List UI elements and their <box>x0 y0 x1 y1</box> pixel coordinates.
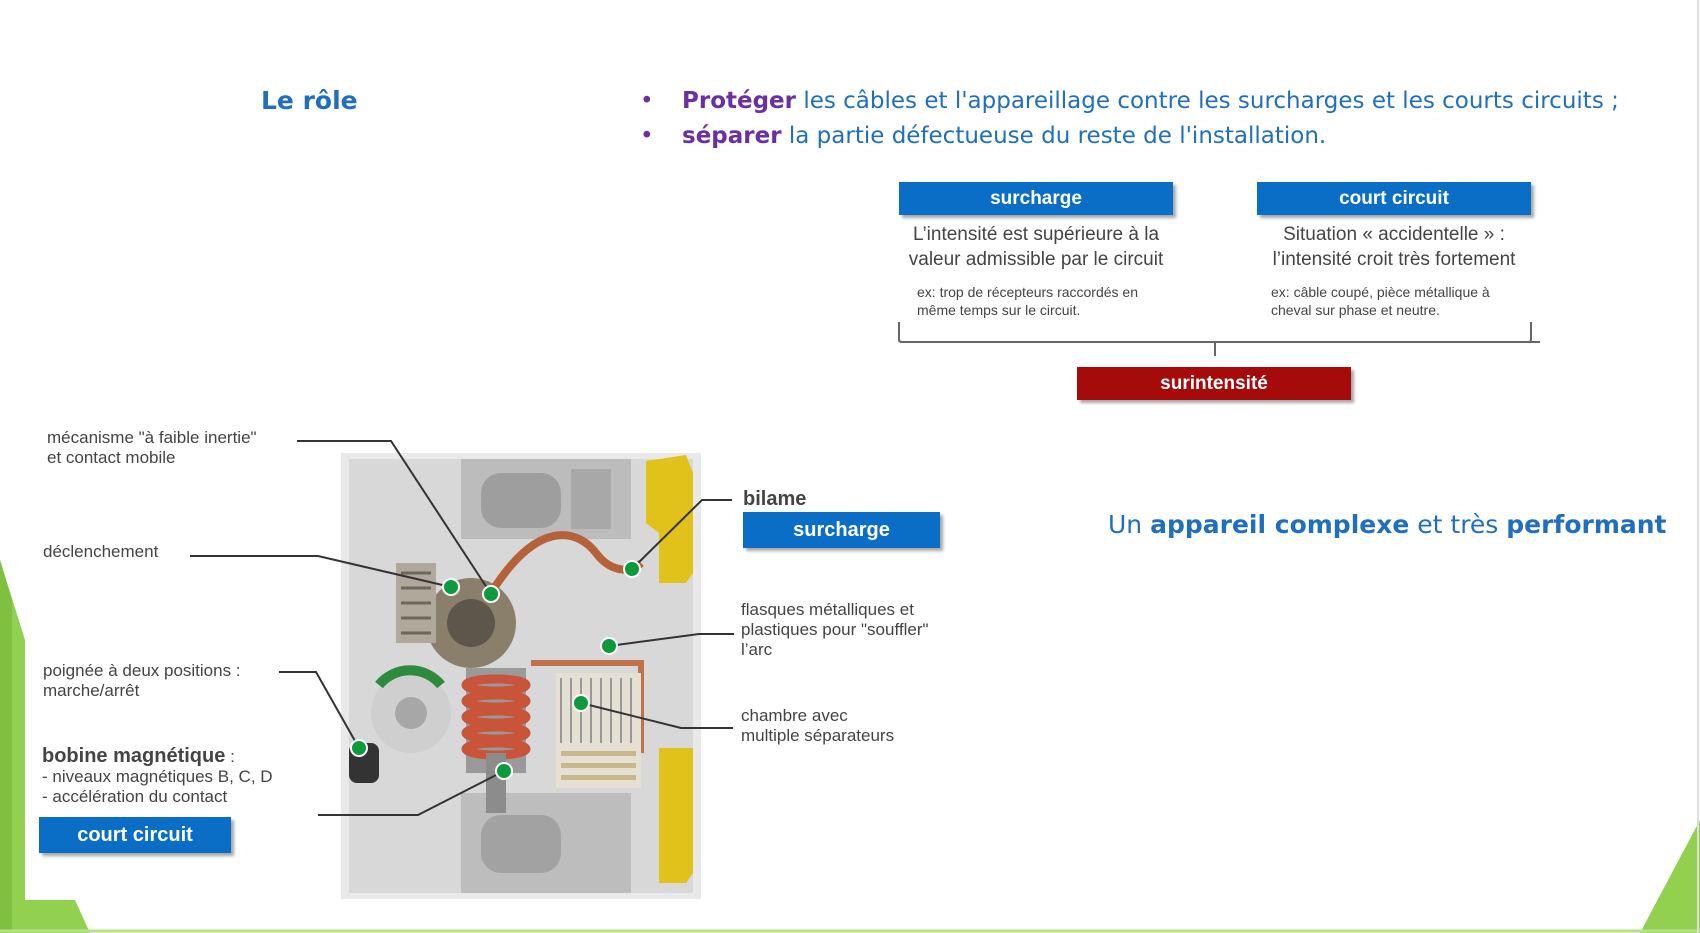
marker-bimetal <box>623 560 641 578</box>
label-mechanism-line1: mécanisme "à faible inertie" <box>47 428 257 447</box>
overload-example-line2: même temps sur le circuit. <box>917 302 1081 318</box>
label-plates-line2: plastiques pour "souffler" <box>741 620 929 639</box>
role-bullets: • Protéger les câbles et l'appareillage c… <box>640 84 1619 154</box>
bullet-text: la partie défectueuse du reste de l'inst… <box>781 123 1327 149</box>
bimetal-overload-box: surcharge <box>743 512 940 548</box>
label-mechanism-line2: et contact mobile <box>47 448 176 467</box>
label-coil-colon: : <box>225 747 235 766</box>
overload-example: ex: trop de récepteurs raccordés en même… <box>917 283 1138 319</box>
coil-short-circuit-box: court circuit <box>39 817 231 853</box>
label-trip: déclenchement <box>43 542 159 561</box>
label-handle-line1: poignée à deux positions : <box>43 661 241 680</box>
overload-box: surcharge <box>899 182 1173 215</box>
short-circuit-line2: l’intensité croit très fortement <box>1272 249 1516 270</box>
label-plates-line1: flasques métalliques et <box>741 600 914 619</box>
bullet-separate: • séparer la partie défectueuse du reste … <box>640 119 1619 154</box>
overload-example-line1: ex: trop de récepteurs raccordés en <box>917 284 1139 300</box>
label-chamber: chambre avec multiple séparateurs <box>741 706 894 746</box>
bullet-dot-icon: • <box>640 88 654 114</box>
tagline: Un appareil complexe et très performant <box>1108 510 1667 539</box>
marker-chamber <box>572 694 590 712</box>
short-circuit-example-line2: cheval sur phase et neutre. <box>1271 302 1440 318</box>
label-mechanism: mécanisme "à faible inertie" et contact … <box>47 428 257 468</box>
label-chamber-line2: multiple séparateurs <box>741 726 895 745</box>
label-handle-line2: marche/arrêt <box>43 681 140 700</box>
label-chamber-line1: chambre avec <box>741 706 848 725</box>
bullet-bold: séparer <box>682 123 782 149</box>
grouping-brace <box>898 322 1540 356</box>
marker-trip <box>442 578 460 596</box>
slide-title: Le rôle <box>261 86 358 115</box>
short-circuit-line1: Situation « accidentelle » : <box>1283 224 1505 245</box>
marker-plates <box>600 637 618 655</box>
tagline-part1: Un <box>1108 510 1151 539</box>
short-circuit-box: court circuit <box>1257 182 1531 215</box>
overload-line1: L’intensité est supérieure à la <box>912 224 1160 245</box>
marker-coil <box>495 762 513 780</box>
tagline-bold1: appareil complexe <box>1150 510 1410 539</box>
overload-description: L’intensité est supérieure à la valeur a… <box>880 222 1192 272</box>
label-coil-line1: - niveaux magnétiques B, C, D <box>42 767 273 786</box>
bullet-dot-icon: • <box>640 123 654 149</box>
tagline-part2: et très <box>1409 510 1507 539</box>
bullet-protect: • Protéger les câbles et l'appareillage c… <box>640 84 1619 119</box>
marker-handle <box>350 739 368 757</box>
short-circuit-example: ex: câble coupé, pièce métallique à chev… <box>1271 283 1490 319</box>
label-handle: poignée à deux positions : marche/arrêt <box>43 661 241 701</box>
label-coil-title: bobine magnétique <box>42 745 226 767</box>
tagline-bold2: performant <box>1506 510 1667 539</box>
label-coil-line2: - accélération du contact <box>42 787 228 806</box>
breaker-cutaway-image <box>341 453 701 899</box>
bullet-text: les câbles et l'appareillage contre les … <box>796 88 1619 114</box>
label-bimetal: bilame <box>743 488 807 510</box>
overload-line2: valeur admissible par le circuit <box>908 249 1164 270</box>
bullet-bold: Protéger <box>682 88 797 114</box>
overcurrent-box: surintensité <box>1077 367 1351 400</box>
label-plates: flasques métalliques et plastiques pour … <box>741 600 929 660</box>
label-coil: bobine magnétique : - niveaux magnétique… <box>42 746 273 807</box>
short-circuit-example-line1: ex: câble coupé, pièce métallique à <box>1271 284 1490 300</box>
marker-mechanism <box>482 585 500 603</box>
label-plates-line3: l’arc <box>741 640 773 659</box>
short-circuit-description: Situation « accidentelle » : l’intensité… <box>1238 222 1550 272</box>
